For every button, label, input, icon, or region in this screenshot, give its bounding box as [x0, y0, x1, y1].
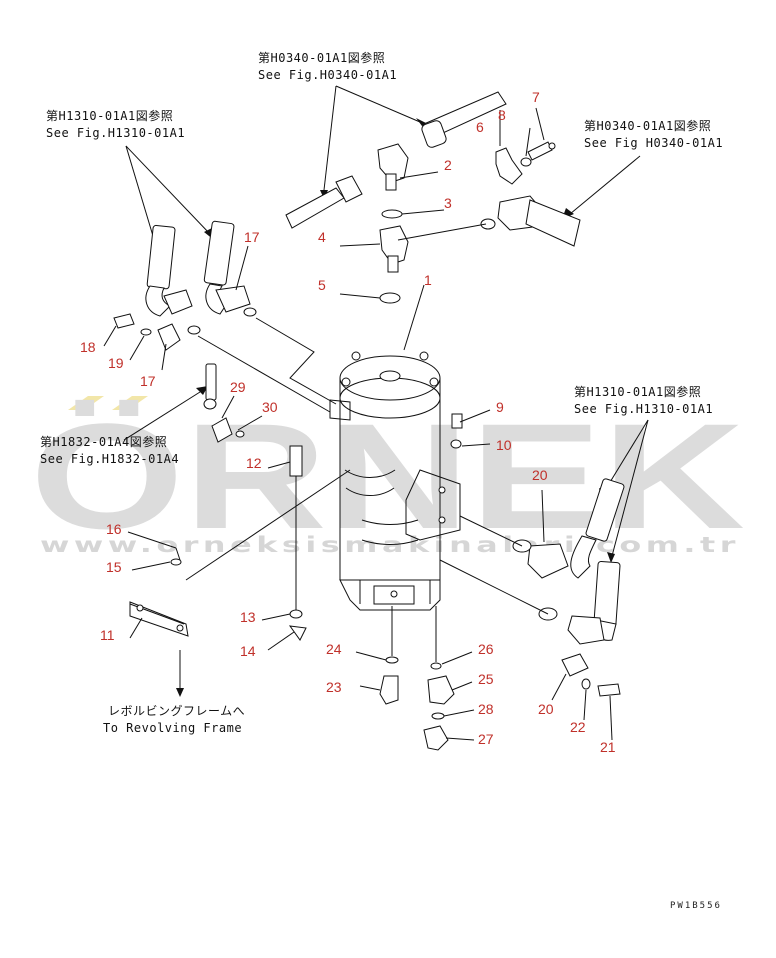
- bottom-parts: [129, 445, 455, 751]
- part-number: 15: [106, 559, 122, 575]
- ref-top-right-en: See Fig H0340-01A1: [584, 136, 723, 150]
- part-number: 25: [478, 671, 494, 687]
- part-number: 24: [326, 641, 342, 657]
- reference-arrows: [123, 85, 649, 697]
- part-number: 5: [318, 277, 326, 293]
- top-fittings: [285, 91, 581, 304]
- part-number: 20: [538, 701, 554, 717]
- ref-mid-right-en: See Fig.H1310-01A1: [574, 402, 713, 416]
- watermark-brand: ÖRNEK: [30, 392, 745, 560]
- ref-top-left-en: See Fig.H1310-01A1: [46, 126, 185, 140]
- part-number: 17: [140, 373, 156, 389]
- part-number: 16: [106, 521, 122, 537]
- part-number: 23: [326, 679, 342, 695]
- part-number: 27: [478, 731, 494, 747]
- part-number: 2: [444, 157, 452, 173]
- part-number: 6: [476, 119, 484, 135]
- ref-top-center-en: See Fig.H0340-01A1: [258, 68, 397, 82]
- watermark-accent-right: [112, 396, 148, 410]
- reference-notes: 第H0340-01A1図参照 See Fig.H0340-01A1 第H1310…: [40, 50, 723, 735]
- part-number: 10: [496, 437, 512, 453]
- part-number: 12: [246, 455, 262, 471]
- part-number: 14: [240, 643, 256, 659]
- part-number: 1: [424, 272, 432, 288]
- part-number: 29: [230, 379, 246, 395]
- part-number: 19: [108, 355, 124, 371]
- ref-bottom-jp: レボルビングフレームへ: [108, 704, 245, 718]
- part-number: 18: [80, 339, 96, 355]
- swivel-joint-body: [329, 351, 461, 611]
- watermark: ÖRNEK www.orneksismakinalari.com.tr: [30, 392, 745, 560]
- ref-mid-left-jp: 第H1832-01A4図参照: [40, 434, 167, 449]
- part-numbers: 1 2 3 4 5 6 7 8 9 10 11 12 13 14 15 16 1…: [80, 89, 616, 755]
- part-number: 13: [240, 609, 256, 625]
- ref-top-left-jp: 第H1310-01A1図参照: [46, 108, 173, 123]
- watermark-accent-left: [68, 396, 104, 410]
- part-number: 20: [532, 467, 548, 483]
- part-number: 30: [262, 399, 278, 415]
- right-hoses: [439, 413, 625, 697]
- part-number: 3: [444, 195, 452, 211]
- part-number: 7: [532, 89, 540, 105]
- part-number: 22: [570, 719, 586, 735]
- part-number: 26: [478, 641, 494, 657]
- part-leaders: [103, 107, 613, 741]
- drawing-code: PW1B556: [670, 901, 722, 911]
- ref-top-right-jp: 第H0340-01A1図参照: [584, 118, 711, 133]
- ref-mid-right-jp: 第H1310-01A1図参照: [574, 384, 701, 399]
- ref-mid-left-en: See Fig.H1832-01A4: [40, 452, 179, 466]
- part-number: 8: [498, 107, 506, 123]
- part-number: 28: [478, 701, 494, 717]
- left-hoses: [113, 220, 337, 443]
- part-number: 11: [100, 627, 115, 643]
- part-number: 9: [496, 399, 504, 415]
- part-number: 4: [318, 229, 326, 245]
- ref-top-center-jp: 第H0340-01A1図参照: [258, 50, 385, 65]
- ref-bottom-en: To Revolving Frame: [103, 721, 242, 735]
- part-number: 21: [600, 739, 616, 755]
- part-number: 17: [244, 229, 260, 245]
